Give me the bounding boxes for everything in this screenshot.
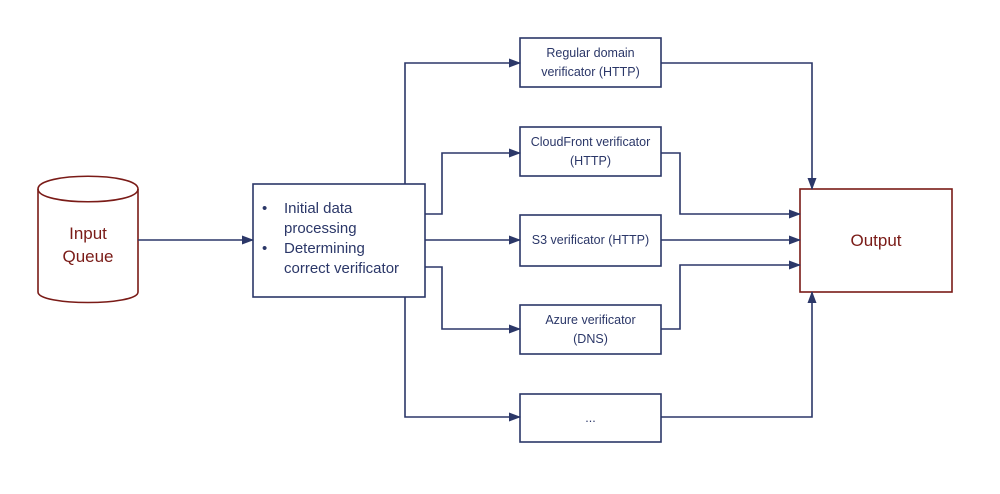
output-box xyxy=(799,188,953,293)
arrow-cloudfront-to-output xyxy=(661,152,801,219)
processing-step-line2: processing xyxy=(284,220,357,237)
verificator-box-more xyxy=(519,393,662,443)
processing-box xyxy=(252,183,426,298)
verificator-box-azure xyxy=(519,304,662,355)
processing-step: • Initial data processing xyxy=(258,199,422,239)
processing-step-line1: Determining xyxy=(284,240,365,257)
bullet-icon: • xyxy=(262,200,268,217)
processing-steps-list: • Initial data processing • Determining … xyxy=(258,199,422,279)
arrow-processing-to-cloudfront xyxy=(425,148,521,215)
arrow-azure-to-output xyxy=(661,260,801,330)
arrow-regular-domain-to-output xyxy=(661,62,817,190)
bullet-icon: • xyxy=(262,240,268,257)
arrow-more-to-output xyxy=(661,291,817,418)
verificator-box-cloudfront xyxy=(519,126,662,177)
arrow-processing-to-more xyxy=(404,297,521,422)
verificator-box-regular-domain xyxy=(519,37,662,88)
processing-step-line1: Initial data xyxy=(284,200,353,217)
input-queue-cylinder xyxy=(37,175,139,304)
arrow-processing-to-azure xyxy=(425,266,521,334)
arrow-processing-to-regular-domain xyxy=(404,58,521,184)
verificator-box-s3 xyxy=(519,214,662,267)
processing-step-line2: correct verificator xyxy=(284,260,400,277)
processing-step: • Determining correct verificator xyxy=(258,239,422,279)
